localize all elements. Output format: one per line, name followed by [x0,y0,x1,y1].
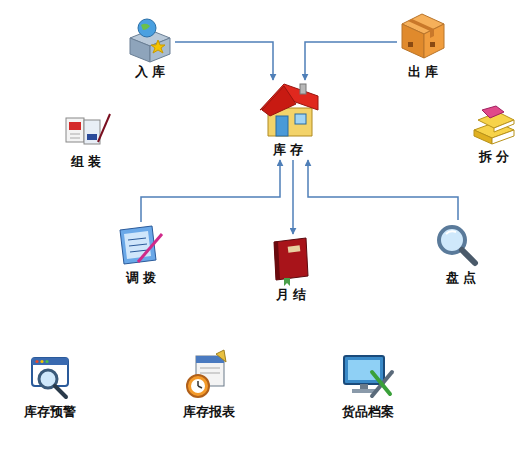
icon-space [438,222,484,270]
node-label: 库存预警 [20,404,80,420]
icon-space [257,82,319,142]
stock-out-node: 出 库 [399,12,447,80]
icon-space [127,16,173,64]
stocktake-node: 盘 点 [438,222,484,286]
stock-report-node: 库存报表 [179,350,239,420]
icon-space [179,350,239,404]
month-end-icon [274,238,308,286]
transfer-icon [120,226,162,264]
split-node: 拆 分 [471,104,517,165]
flow-arrow [175,42,273,80]
node-label: 盘 点 [438,270,484,286]
icon-space [399,12,447,64]
node-label: 拆 分 [471,149,517,165]
node-label: 库存报表 [179,404,239,420]
stock-in-icon [130,19,170,62]
stock-report-icon [187,350,226,397]
icon-space [471,104,517,149]
assemble-node: 组 装 [62,112,110,170]
goods-file-node: 货品档案 [338,350,398,420]
icon-space [62,112,110,154]
flow-arrow [141,160,280,222]
stock-alert-icon [32,358,68,397]
node-label: 库 存 [257,142,319,158]
node-label: 货品档案 [338,404,398,420]
goods-file-icon [344,356,392,396]
inventory-house-icon [260,84,318,136]
flow-arrow [305,42,397,80]
stock-alert-node: 库存预警 [20,354,80,420]
node-label: 组 装 [62,154,110,170]
stock-out-icon [402,14,444,58]
assemble-icon [66,114,110,144]
node-label: 调 拨 [118,270,164,286]
flow-arrow [308,160,458,220]
stocktake-icon [439,227,475,263]
icon-space [20,354,80,404]
icon-space [118,224,164,270]
flow-arrow [292,160,294,234]
split-icon [474,106,514,144]
inventory-node: 库 存 [257,82,319,158]
node-label: 入 库 [127,64,173,80]
stock-in-node: 入 库 [127,16,173,80]
node-label: 出 库 [399,64,447,80]
transfer-node: 调 拨 [118,224,164,286]
icon-space [270,236,312,287]
node-label: 月 结 [270,287,312,303]
month-end-node: 月 结 [270,236,312,303]
icon-space [338,350,398,404]
